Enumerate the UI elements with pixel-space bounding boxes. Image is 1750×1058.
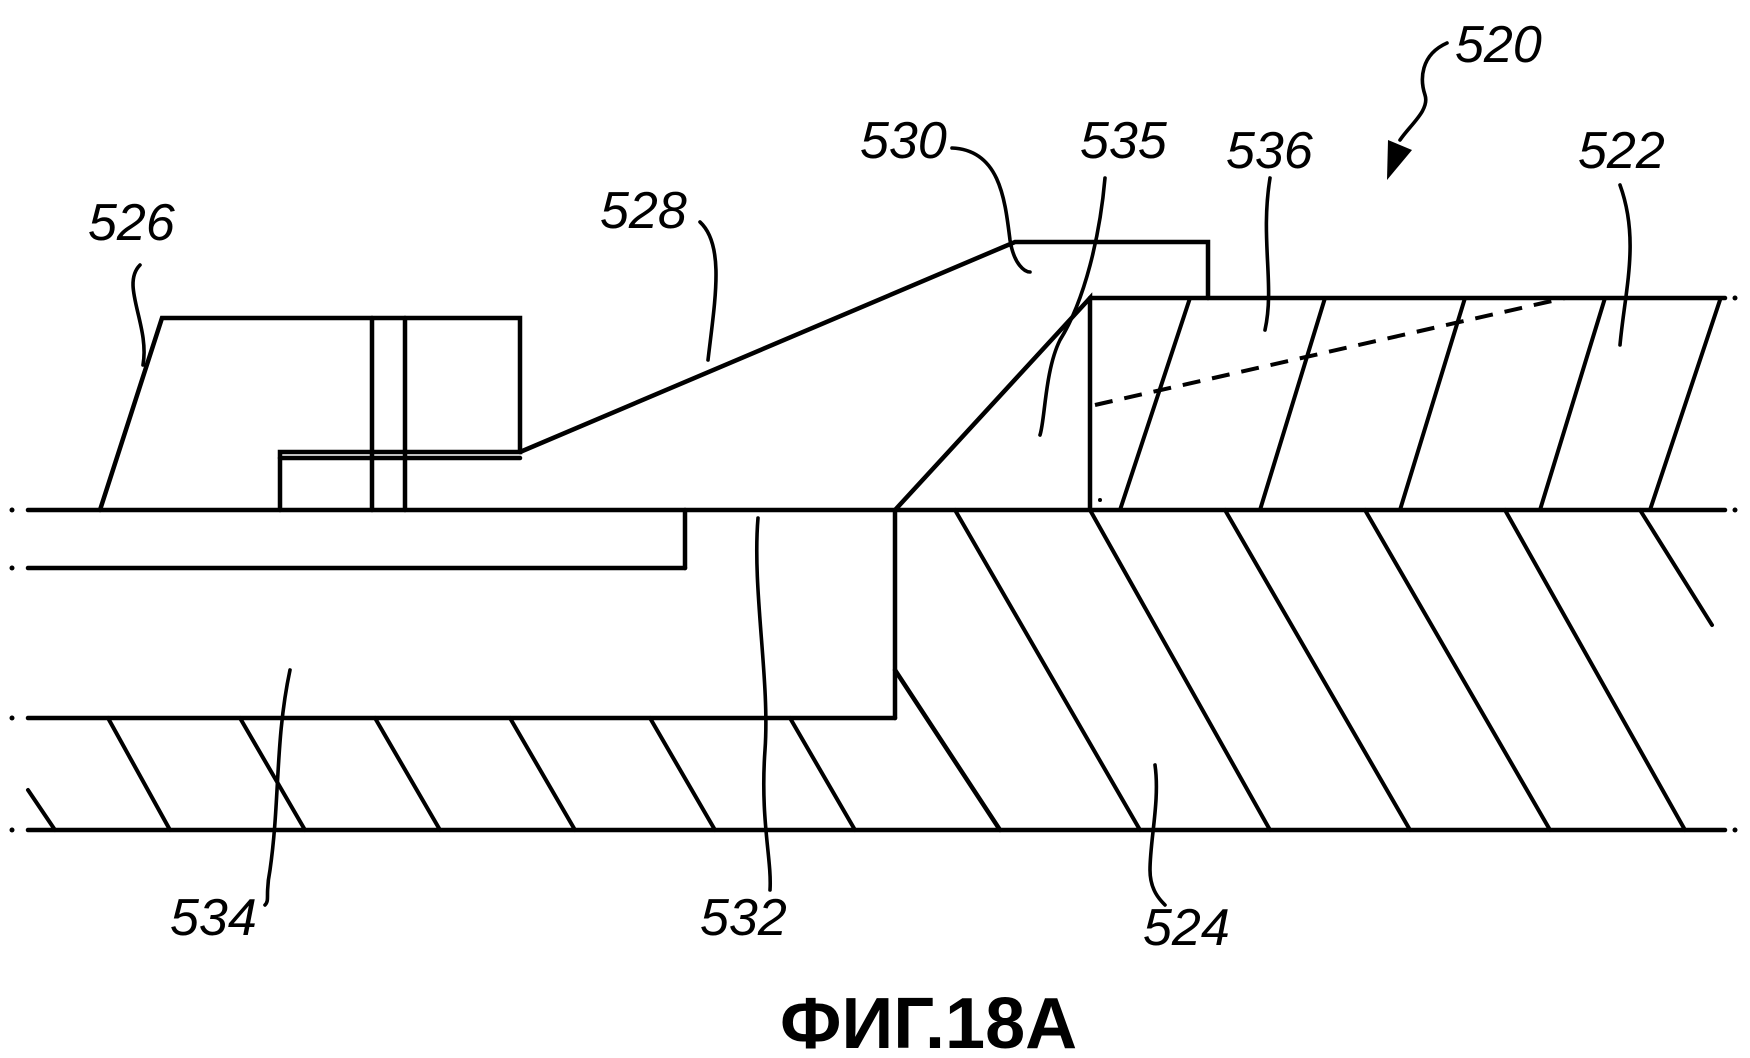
label-530: 530 [860,112,947,170]
drawing-lines [9,41,1738,833]
arrow-520 [1398,41,1449,142]
label-532: 532 [700,889,787,947]
label-524: 524 [1143,899,1230,957]
part-535-outline [892,292,1093,513]
figure-caption: ФИГ.18А [780,984,1077,1058]
label-535: 535 [1080,112,1168,170]
part-526-outline [97,315,523,513]
leader-lines [131,146,1632,907]
label-520: 520 [1455,16,1542,74]
hatching [26,296,1722,832]
reference-labels: 520 522 526 528 530 535 536 534 532 524 [88,16,1665,957]
label-536: 536 [1226,122,1313,180]
label-522: 522 [1578,122,1665,180]
dashed-line-536 [1094,296,1566,407]
label-534: 534 [170,889,257,947]
part-528-530-outline [517,239,1211,455]
label-528: 528 [600,182,687,240]
label-526: 526 [88,194,175,252]
